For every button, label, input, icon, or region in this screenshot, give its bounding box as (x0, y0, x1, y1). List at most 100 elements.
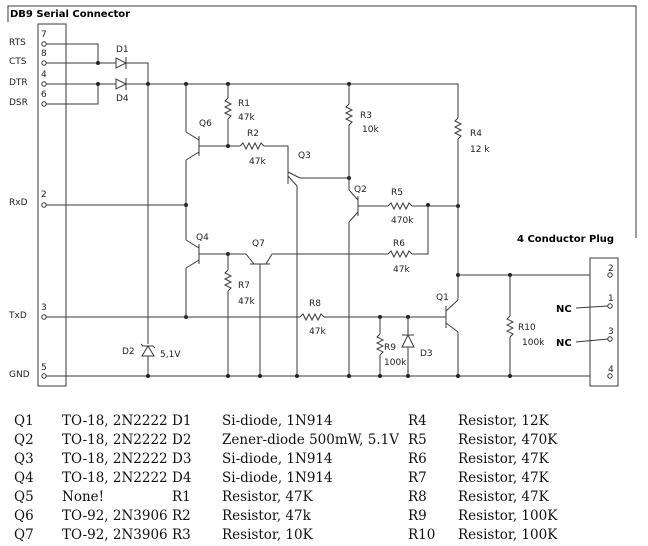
svg-text:D3: D3 (420, 349, 433, 359)
svg-text:8: 8 (41, 49, 47, 59)
part-designator: D2 (172, 432, 192, 448)
part-description: Si-diode, 1N914 (222, 470, 333, 486)
plug-pin-2: 2 (607, 264, 614, 278)
svg-text:3: 3 (41, 303, 47, 313)
four-conductor-plug (589, 257, 619, 387)
part-description: TO-18, 2N2222 (62, 432, 168, 448)
svg-text:Q6: Q6 (199, 119, 212, 129)
part-description: Resistor, 100K (458, 508, 558, 524)
svg-text:TxD: TxD (8, 311, 27, 321)
part-designator: D3 (172, 451, 192, 467)
svg-text:4: 4 (41, 70, 47, 80)
svg-text:GND: GND (9, 370, 30, 380)
svg-text:NC: NC (556, 338, 572, 349)
transistor-q1: Q1 (436, 293, 459, 333)
part-designator: Q5 (14, 489, 34, 505)
part-designator: D4 (172, 470, 192, 486)
part-description: Resistor, 470K (458, 432, 558, 448)
svg-text:CTS: CTS (9, 57, 27, 67)
svg-text:4: 4 (608, 365, 614, 375)
part-description: Resistor, 47K (222, 489, 313, 505)
part-description: Resistor, 47K (458, 451, 549, 467)
resistor-r7: R7 47k (223, 269, 255, 307)
part-designator: Q6 (14, 508, 34, 524)
resistor-r8: R8 47k (299, 299, 326, 337)
part-designator: Q3 (14, 451, 34, 467)
svg-text:Q3: Q3 (298, 151, 311, 161)
transistor-q6: Q6 (185, 119, 212, 161)
part-designator: R7 (408, 470, 427, 486)
svg-text:100k: 100k (384, 358, 407, 368)
svg-text:R3: R3 (360, 111, 372, 121)
part-description: TO-18, 2N2222 (62, 470, 168, 486)
db9-pin-txd: TxD 3 (8, 303, 47, 321)
part-designator: R9 (408, 508, 427, 524)
part-designator: R2 (172, 508, 191, 524)
transistor-q4: Q4 (185, 233, 209, 269)
svg-text:R4: R4 (470, 129, 482, 139)
svg-text:1: 1 (608, 294, 614, 304)
part-description: Resistor, 47K (458, 489, 549, 505)
db9-pin-dsr: DSR 6 (9, 90, 47, 108)
part-description: Si-diode, 1N914 (222, 413, 333, 429)
resistor-r2: R2 47k (239, 129, 266, 167)
part-description: TO-18, 2N2222 (62, 451, 168, 467)
part-designator: R1 (172, 489, 191, 505)
svg-text:5: 5 (41, 363, 47, 373)
resistor-r4: R4 12 k (453, 117, 490, 155)
part-description: Resistor, 10K (222, 527, 313, 543)
part-description: TO-92, 2N3906 (62, 527, 168, 543)
svg-text:R1: R1 (238, 99, 250, 109)
svg-text:R2: R2 (247, 129, 259, 139)
svg-text:10k: 10k (362, 125, 379, 135)
part-designator: R8 (408, 489, 427, 505)
db9-pin-dtr: DTR 4 (9, 70, 47, 88)
part-designator: Q4 (14, 470, 34, 486)
resistor-r3: R3 10k (344, 103, 379, 135)
svg-text:D4: D4 (116, 94, 129, 104)
part-description: Si-diode, 1N914 (222, 451, 333, 467)
svg-text:100k: 100k (522, 338, 545, 348)
svg-text:47k: 47k (249, 157, 266, 167)
svg-text:R9: R9 (384, 343, 396, 353)
svg-text:3: 3 (608, 327, 614, 337)
svg-text:7: 7 (41, 30, 47, 40)
svg-text:R7: R7 (238, 281, 250, 291)
svg-text:2: 2 (608, 264, 614, 274)
svg-text:6: 6 (41, 90, 47, 100)
part-description: Zener-diode 500mW, 5.1V (222, 432, 399, 448)
part-description: Resistor, 47k (222, 508, 311, 524)
schematic-frame (7, 5, 637, 238)
svg-text:RTS: RTS (9, 38, 26, 48)
part-designator: Q1 (14, 413, 34, 429)
transistor-q3: Q3 (287, 151, 311, 187)
transistor-q2: Q2 (348, 185, 367, 223)
svg-text:47k: 47k (238, 113, 255, 123)
resistor-r5: R5 470k (387, 188, 414, 226)
svg-text:5,1V: 5,1V (160, 350, 181, 360)
part-description: Resistor, 12K (458, 413, 549, 429)
zener-diode-d2: D2 5,1V (122, 343, 181, 360)
db9-pin-rxd: RxD 2 (9, 190, 47, 208)
part-designator: R10 (408, 527, 436, 543)
part-designator: R4 (408, 413, 427, 429)
svg-text:RxD: RxD (9, 198, 28, 208)
transistor-q7: Q7 (245, 239, 273, 265)
svg-text:DSR: DSR (9, 98, 28, 108)
plug-title: 4 Conductor Plug (517, 234, 614, 245)
resistor-r9: R9 100k (375, 333, 407, 368)
svg-text:47k: 47k (393, 265, 410, 275)
svg-text:R6: R6 (393, 239, 405, 249)
svg-text:47k: 47k (238, 297, 255, 307)
part-designator: Q2 (14, 432, 34, 448)
part-description: Resistor, 47K (458, 470, 549, 486)
svg-text:Q1: Q1 (436, 293, 449, 303)
circuit-schematic: DB9 Serial Connector RTS 7 CTS 8 DTR 4 D… (7, 5, 637, 387)
svg-text:R10: R10 (518, 323, 536, 333)
diode-d4: D4 (115, 78, 129, 104)
svg-text:47k: 47k (309, 327, 326, 337)
